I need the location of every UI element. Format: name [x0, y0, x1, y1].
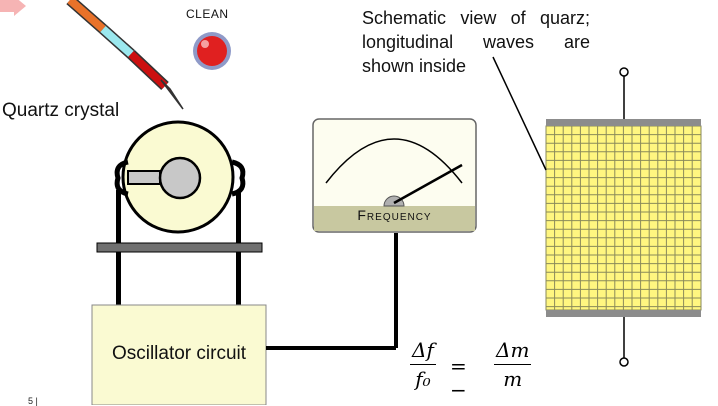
schematic-label: Schematic view of quarz; longitudinal wa…: [362, 8, 590, 76]
formula-lhs-numerator: Δf: [410, 338, 436, 365]
oscillator-circuit: [91, 304, 267, 405]
formula-rhs-numerator: Δm: [494, 338, 532, 365]
quartz-crystal: [114, 120, 246, 234]
formula-equals: = −: [450, 354, 467, 402]
formula-rhs-denominator: m: [503, 367, 523, 391]
formula-lhs-denominator: f₀: [415, 367, 431, 391]
quartz-crystal-label: Quartz crystal: [2, 100, 120, 121]
frequency-label: Frequency: [357, 207, 432, 223]
clean-label: CLEAN: [186, 7, 229, 21]
dropper-icon: [66, 0, 184, 110]
oscillator-label: Oscillator circuit: [111, 343, 247, 364]
frequency-meter: [312, 118, 477, 233]
clean-button-icon[interactable]: [193, 32, 231, 70]
crystal-holder: [96, 190, 263, 305]
arrow-icon: [0, 0, 26, 16]
schematic-crystal: [545, 67, 702, 367]
label-pointer: [492, 56, 547, 171]
wires: [266, 233, 398, 350]
stray-text: 5 |: [28, 396, 38, 406]
